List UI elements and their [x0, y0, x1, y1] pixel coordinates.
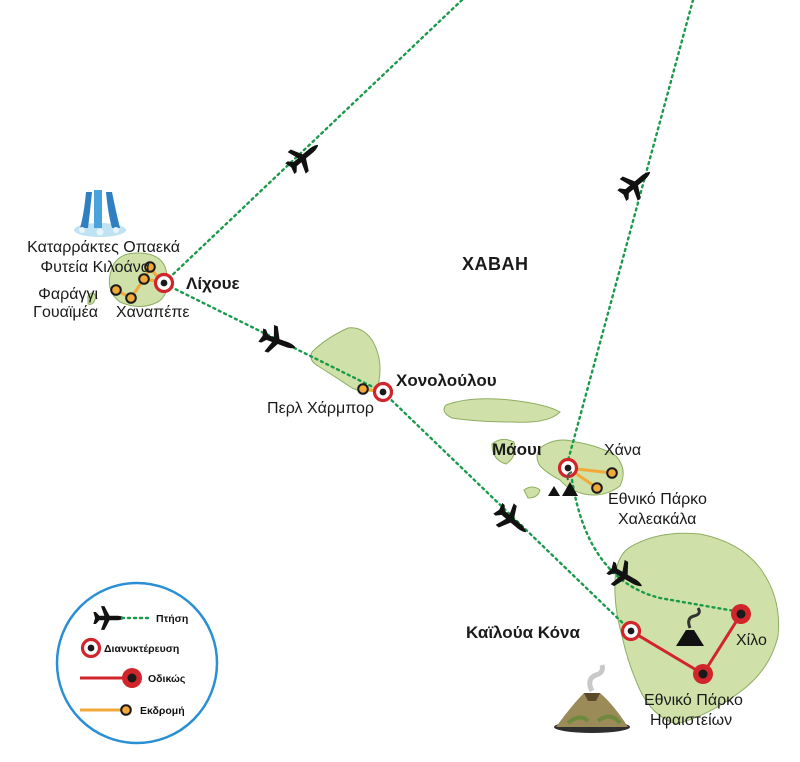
label-kilohana: Φυτεία Κιλοάνα — [40, 259, 150, 276]
label-lihue: Λίχουε — [186, 274, 240, 293]
legend-flight: Πτήση — [93, 606, 188, 630]
excursion-point-waimea — [110, 284, 122, 296]
airplane-icon — [280, 134, 328, 180]
airplane-icon — [612, 161, 660, 207]
excursion-point-haleakala — [591, 482, 603, 494]
label-hanapepe: Χαναπέπε — [116, 304, 190, 321]
road-marker-icon — [122, 668, 142, 688]
legend-road: Οδικώς — [80, 668, 186, 688]
airplanes — [255, 134, 660, 599]
label-volcanoes-1: Εθνικό Πάρκο — [644, 692, 743, 709]
overnight-marker-icon — [80, 637, 102, 659]
label-waimea-1: Φαράγγι — [38, 286, 98, 303]
label-haleakala-1: Εθνικό Πάρκο — [608, 491, 707, 508]
islands — [87, 252, 780, 725]
label-haleakala-2: Χαλεακάλα — [618, 511, 696, 528]
volcano-icon — [554, 664, 630, 733]
airplane-icon — [255, 321, 301, 361]
road-kona-volcanoes — [630, 629, 704, 676]
label-waimea-2: Γουαϊμέα — [33, 304, 98, 321]
legend-overnight-label: Διανυκτέρευση — [104, 643, 179, 655]
label-hilo: Χίλο — [736, 632, 767, 649]
road-volcanoes-hilo — [701, 613, 743, 675]
label-kailua-kona: Καϊλούα Κόνα — [466, 623, 580, 642]
road-routes — [630, 613, 743, 676]
island-hawaii — [614, 532, 780, 725]
flight-route-maui-hilo — [570, 478, 743, 614]
flight-route-honolulu-kona — [381, 390, 633, 633]
legend-overnight: Διανυκτέρευση — [80, 637, 179, 659]
volcano-icon — [676, 607, 704, 646]
legend-excursion-label: Εκδρομή — [140, 705, 185, 717]
label-pearl-harbor: Περλ Χάρμπορ — [267, 400, 374, 417]
legend-excursion: Εκδρομή — [80, 704, 185, 717]
flight-route-mainland-lihue — [163, 0, 464, 284]
excursion-point-hanapepe — [125, 292, 137, 304]
legend: Πτήση Διανυκτέρευση Οδικώς Εκδρομή — [55, 581, 219, 745]
flight-route-mainland-maui — [564, 0, 695, 470]
excursion-marker-icon — [120, 704, 132, 716]
legend-flight-label: Πτήση — [156, 613, 188, 625]
overnight-marker-honolulu — [372, 381, 394, 403]
label-hana: Χάνα — [604, 442, 641, 459]
island-maui — [536, 439, 624, 496]
label-honolulu: Χονολούλου — [396, 371, 497, 390]
road-stop-volcanoes — [693, 664, 713, 684]
volcano-icon — [548, 471, 578, 496]
label-volcanoes-2: Ηφαιστείων — [650, 712, 732, 729]
excursion-point-pearl — [357, 383, 369, 395]
island-oahu — [310, 327, 381, 392]
legend-road-label: Οδικώς — [148, 673, 186, 685]
label-waterfalls: Καταρράκτες Οπαεκά — [27, 239, 180, 256]
excursion-point-hana — [606, 467, 618, 479]
island-molokai — [443, 398, 561, 423]
overnight-marker-kona — [620, 620, 642, 642]
overnight-marker-lihue — [153, 272, 175, 294]
waterfall-icon — [74, 190, 126, 237]
island-lanai — [491, 438, 516, 465]
region-label: ΧΑΒΑΗ — [462, 254, 529, 274]
airplane-icon — [488, 497, 536, 543]
island-kahoolawe — [523, 486, 541, 499]
road-stop-hilo — [731, 604, 751, 624]
label-maui: Μάουι — [492, 440, 542, 459]
island-niihau — [87, 292, 97, 305]
